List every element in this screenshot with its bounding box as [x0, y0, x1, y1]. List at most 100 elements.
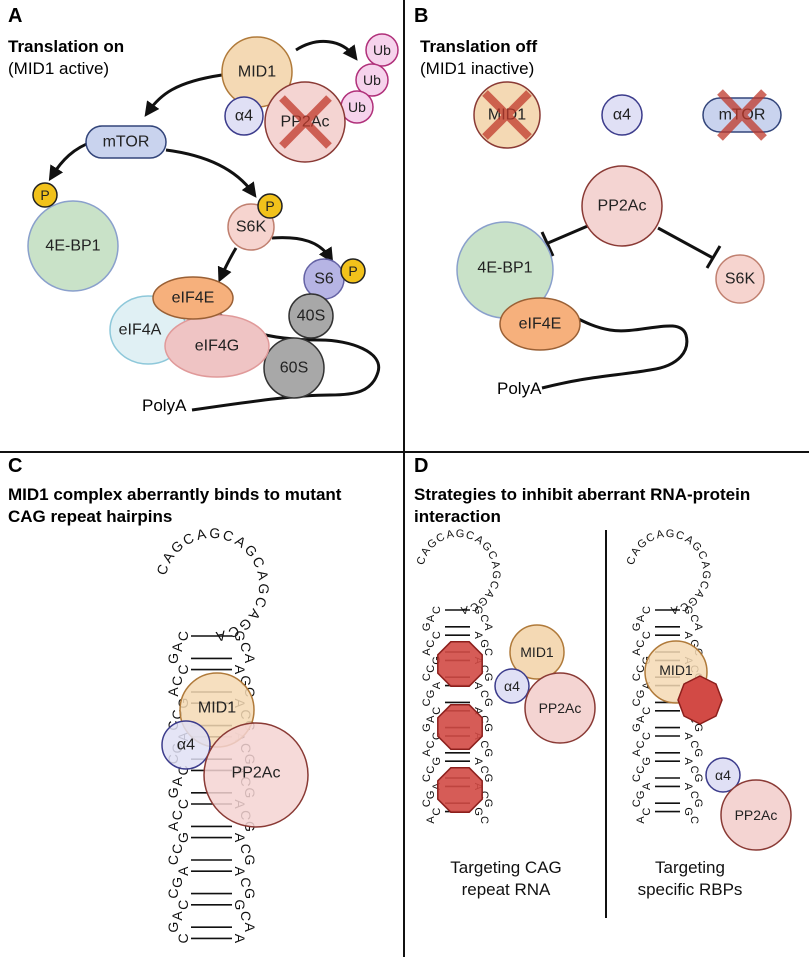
panel-c-letter: C [8, 455, 22, 477]
stem-nucleotide-left: A [425, 614, 437, 622]
loop-nucleotide: A [254, 569, 272, 582]
stem-nucleotide-right: G [482, 673, 494, 682]
stem-nucleotide-left: C [635, 665, 647, 673]
stem-nucleotide-right: C [478, 665, 490, 673]
panel-b-subtitle: (MID1 inactive) [420, 59, 534, 78]
stem-nucleotide-left: C [431, 606, 443, 614]
loop-nucleotide: C [153, 562, 171, 576]
loop-nucleotide: C [415, 555, 429, 566]
stem-nucleotide-left: C [431, 631, 443, 639]
stem-nucleotide-right: C [478, 816, 490, 824]
4ebp1-label-a: 4E-BP1 [45, 238, 100, 255]
stem-nucleotide-right: C [478, 766, 490, 774]
alpha4-label-b: α4 [613, 107, 631, 124]
40s-label: 40S [297, 308, 325, 325]
stem-nucleotide-right: C [478, 690, 490, 698]
phospho-s6k [257, 193, 283, 219]
stem-nucleotide-left: C [169, 810, 185, 820]
stem-nucleotide-right: G [472, 606, 484, 615]
stem-nucleotide-right: A [472, 758, 484, 766]
stem-nucleotide-right: C [688, 614, 700, 622]
stem-nucleotide-left: G [165, 653, 181, 664]
stem-nucleotide-left: A [169, 911, 185, 921]
alpha4-label-a: α4 [235, 108, 253, 125]
panel-b: B Translation off (MID1 inactive) MID1 α… [414, 5, 782, 398]
arrow-mid1-to-ub [295, 39, 358, 61]
stem-nucleotide-left: A [631, 748, 643, 756]
panel-c-title-line1: MID1 complex aberrantly binds to mutant [8, 485, 342, 504]
panel-a: A Translation on (MID1 active) PolyA Ub … [8, 5, 399, 415]
stem-nucleotide-left: C [169, 844, 185, 854]
stem-nucleotide-left: G [421, 623, 433, 632]
stem-nucleotide-right: G [242, 855, 258, 866]
alpha4-label-d-left: α4 [504, 678, 520, 694]
stem-nucleotide-left: A [641, 782, 653, 790]
stem-nucleotide-right: G [482, 723, 494, 732]
stem-nucleotide-right: A [472, 632, 484, 640]
stem-nucleotide-left: A [425, 715, 437, 723]
loop-nucleotide: G [209, 525, 221, 542]
p-label-s6: P [348, 263, 357, 279]
stem-nucleotide-left: A [421, 648, 433, 656]
stem-nucleotide-left: C [421, 698, 433, 706]
stem-nucleotide-right: C [688, 791, 700, 799]
pp2ac-circle-d-right [720, 779, 792, 851]
stem-nucleotide-left: A [169, 642, 185, 652]
stem-nucleotide-left: G [431, 757, 443, 766]
polya-label-b: PolyA [497, 379, 542, 398]
4ebp1-circle-a [27, 200, 119, 292]
stem-nucleotide-left: A [431, 681, 443, 689]
arrow-mtor-to-s6k [165, 148, 257, 198]
pp2ac-circle-d-left [524, 672, 596, 744]
stem-nucleotide-left: A [635, 614, 647, 622]
stem-nucleotide-left: A [431, 782, 443, 790]
loop-nucleotide: G [700, 570, 713, 579]
stem-nucleotide-left: C [175, 933, 191, 943]
stem-nucleotide-left: C [421, 774, 433, 782]
stem-nucleotide-right: G [478, 639, 490, 648]
loop-nucleotide: C [464, 529, 475, 543]
stem-nucleotide-right: G [692, 799, 704, 808]
panel-c-title-line2: CAG repeat hairpins [8, 507, 172, 526]
stem-nucleotide-left: C [641, 707, 653, 715]
stem-nucleotide-left: G [631, 623, 643, 632]
stem-nucleotide-left: A [165, 821, 181, 831]
loop-nucleotide: A [445, 528, 455, 541]
pp2ac-label-d-left: PP2Ac [539, 700, 582, 716]
stem-nucleotide-right: G [232, 631, 248, 642]
stem-nucleotide-right: C [238, 911, 254, 921]
mid1-label-d-left: MID1 [520, 644, 554, 660]
stem-nucleotide-right: A [472, 682, 484, 690]
40s-subunit [288, 293, 334, 339]
stem-nucleotide-left: A [635, 816, 647, 824]
loop-nucleotide: G [666, 528, 675, 540]
rna-inhibitors [437, 641, 483, 813]
stem-nucleotide-left: C [641, 606, 653, 614]
stem-nucleotide-left: C [641, 732, 653, 740]
stem-nucleotide-left: C [421, 799, 433, 807]
loop-nucleotide: G [256, 583, 273, 595]
stem-nucleotide-right: A [242, 654, 258, 664]
stem-nucleotide-left: C [425, 740, 437, 748]
pp2ac-label-c: PP2Ac [232, 765, 281, 782]
stem-nucleotide-left: C [431, 808, 443, 816]
stem-nucleotide-right: G [482, 799, 494, 808]
stem-nucleotide-right: G [692, 723, 704, 732]
stem-nucleotide-right: G [472, 807, 484, 816]
stem-nucleotide-right: G [242, 888, 258, 899]
eif4a-label-a: eIF4A [119, 322, 162, 339]
p-label-s6k: P [265, 198, 274, 214]
stem-nucleotide-right: A [482, 623, 494, 631]
stem-nucleotide-left: A [175, 866, 191, 876]
s6k-label-a: S6K [236, 219, 267, 236]
alpha4-label-d-right: α4 [715, 767, 731, 783]
stem-nucleotide-left: C [635, 766, 647, 774]
alpha4-circle-c [161, 720, 211, 770]
caption-right-line2: specific RBPs [638, 880, 743, 899]
loop-nucleotide: C [252, 595, 270, 610]
inhibit-line-4ebp1 [547, 223, 591, 245]
loop-nucleotide: G [456, 528, 465, 540]
stem-nucleotide-left: A [165, 687, 181, 697]
eif4e-ellipse-a [152, 276, 234, 320]
